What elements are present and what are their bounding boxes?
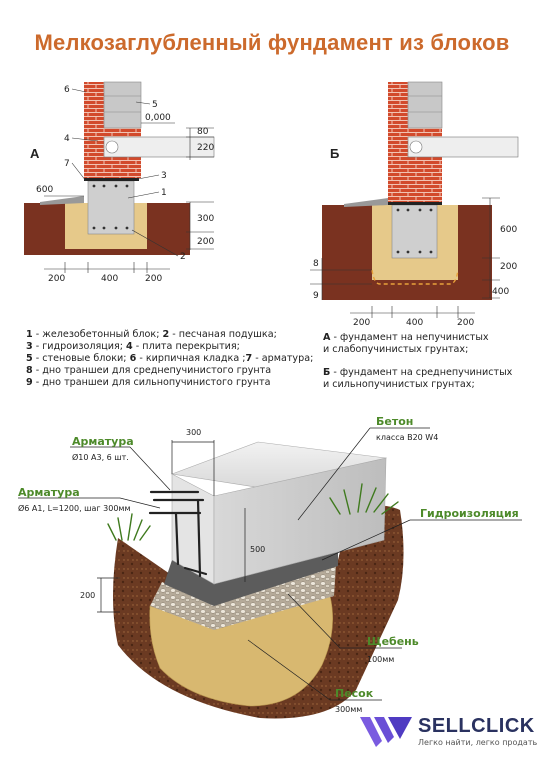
waterproofing: [84, 178, 139, 181]
diagram-b: Б: [310, 81, 519, 328]
legend-left-line: 8 - дно траншеи для среднепучинистого гр…: [26, 365, 272, 376]
grass: [107, 483, 399, 541]
callout-3: 3: [161, 171, 167, 181]
dim-bottom-left: 200: [48, 274, 65, 284]
dim-above-ground: 600: [36, 185, 53, 195]
level-mark: 0,000: [145, 113, 171, 123]
floor-slab: [103, 136, 215, 158]
diagram-a: А 6: [24, 81, 215, 284]
legend-right: А - фундамент на непучинистых и слабопуч…: [323, 332, 513, 390]
blind-area: [40, 196, 84, 205]
callout-6: 6: [64, 85, 70, 95]
brand-mark-icon: [360, 717, 412, 747]
gravel-label: Щебень: [367, 635, 419, 648]
callout-2: 2: [180, 252, 186, 262]
rebar-cross-spec: Ø6 А1, L=1200, шаг 300мм: [18, 503, 131, 513]
wall-blocks: [103, 81, 142, 129]
concrete-block: [87, 180, 135, 235]
rebar-main-spec: Ø10 А3, 6 шт.: [72, 452, 129, 462]
sand-label: Песок: [335, 687, 374, 700]
dim-bottom-right-b: 200: [457, 318, 474, 328]
sand-spec: 300мм: [335, 705, 362, 714]
rebar-main-label: Арматура: [72, 435, 134, 448]
dim-wall: 220: [197, 143, 214, 153]
legend-left-line: 9 - дно траншеи для сильнопучинистого гр…: [26, 377, 271, 388]
dim-width: 300: [186, 428, 201, 437]
diagram-b-letter: Б: [330, 146, 339, 161]
dim-bottom-right: 200: [145, 274, 162, 284]
legend-left-line: 3 - гидроизоляция; 4 - плита перекрытия;: [26, 341, 240, 352]
rebar: [148, 490, 208, 578]
concrete-label: Бетон: [376, 415, 413, 428]
waterproof-label: Гидроизоляция: [420, 507, 519, 520]
rebar-cross-label: Арматура: [18, 486, 80, 499]
concrete-side: [213, 457, 387, 585]
diagram-a-letter: А: [30, 146, 40, 161]
dim-bottom-mid-b: 400: [406, 318, 423, 328]
dim-cushion: 200: [197, 237, 214, 247]
concrete-block-b: [391, 204, 438, 259]
dim-bottom-left-b: 200: [353, 318, 370, 328]
callout-8: 8: [313, 259, 319, 269]
legend-left-line: 1 - железобетонный блок; 2 - песчаная по…: [26, 329, 277, 340]
page-title: Мелкозаглубленный фундамент из блоков: [34, 30, 510, 55]
callout-5: 5: [152, 100, 158, 110]
brand-tagline: Легко найти, легко продать: [418, 738, 538, 747]
brand-logo: SELLCLICK Легко найти, легко продать: [356, 713, 538, 753]
dim-bottom-mid: 400: [101, 274, 118, 284]
sand-layer: [149, 595, 333, 707]
dim-below-b: 400: [492, 287, 509, 297]
legend-left-line: 5 - стеновые блоки; 6 - кирпичная кладка…: [26, 353, 314, 364]
gravel-spec: 100мм: [367, 655, 394, 664]
dim-slab: 80: [197, 127, 209, 137]
callout-4: 4: [64, 134, 70, 144]
gravel-layer: [150, 566, 336, 630]
foundation-illustration: Арматура Ø10 А3, 6 шт. Арматура Ø6 А1, L…: [18, 415, 522, 719]
brand-name: SELLCLICK: [418, 715, 535, 737]
callout-7: 7: [64, 159, 70, 169]
dim-block-depth: 300: [197, 214, 214, 224]
legend-left: 1 - железобетонный блок; 2 - песчаная по…: [26, 329, 313, 389]
dim-cushion-b: 200: [500, 262, 517, 272]
callout-1: 1: [161, 188, 167, 198]
dim-depth: 200: [80, 591, 95, 600]
dim-depth-b: 600: [500, 225, 517, 235]
concrete-spec: класса В20 W4: [376, 433, 438, 442]
dim-height: 500: [250, 545, 265, 554]
callout-9: 9: [313, 291, 319, 301]
